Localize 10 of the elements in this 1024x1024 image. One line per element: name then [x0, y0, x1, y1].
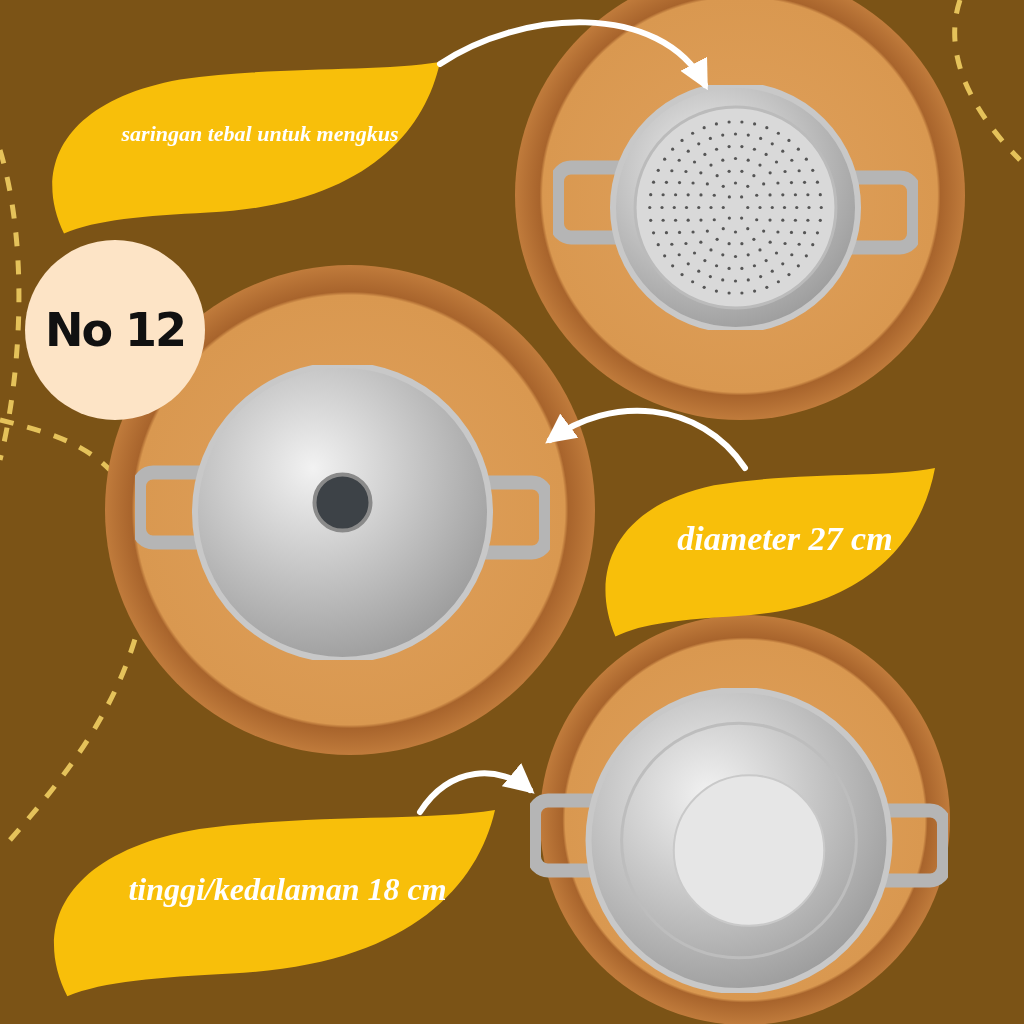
pot-with-lid-picture: [135, 365, 550, 660]
arrow: [545, 407, 748, 471]
callout-text: diameter 27 cm: [677, 520, 893, 558]
badge-label: No 12: [44, 303, 186, 357]
callout-text: tinggi/kedalaman 18 cm: [128, 872, 447, 908]
steamer-pot-picture: [553, 85, 918, 330]
arrow: [437, 19, 709, 90]
open-pot-picture: [530, 688, 948, 993]
callout-text: saringan tebal untuk mengkus: [121, 122, 399, 147]
arrow: [417, 763, 535, 815]
